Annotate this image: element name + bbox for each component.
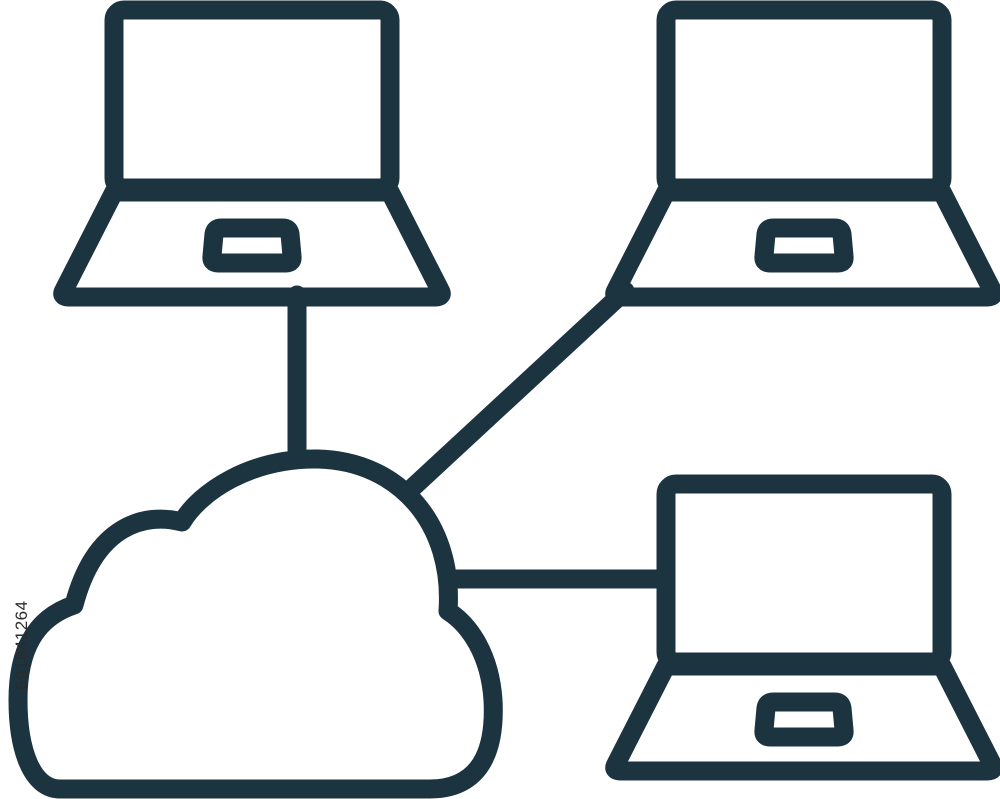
link-cloud-top-right: [400, 281, 635, 500]
stock-id-watermark: 691841264: [12, 600, 31, 690]
cloud-icon: [8, 449, 503, 799]
laptop-top-left-icon: [63, 10, 441, 297]
laptop-bottom-right-icon: [615, 484, 993, 771]
laptop-top-right-icon: [615, 10, 993, 297]
connection-lines: [287, 281, 670, 589]
